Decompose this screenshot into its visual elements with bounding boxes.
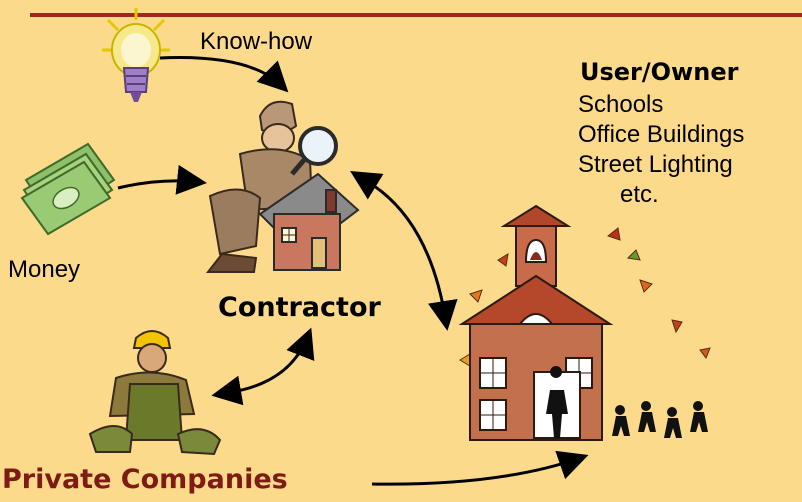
money-stack-icon <box>20 142 116 236</box>
lightbulb-icon <box>102 8 170 102</box>
know-how-label: Know-how <box>200 28 313 55</box>
top-rule <box>30 13 802 17</box>
contractor-label: Contractor <box>218 292 381 323</box>
schoolhouse-icon <box>458 204 711 441</box>
arrow-money-to-contractor <box>117 164 207 195</box>
user-owner-block: User/Owner Schools Office Buildings Stre… <box>578 58 800 210</box>
list-item: etc. <box>620 181 659 208</box>
money-label: Money <box>8 256 81 283</box>
private-companies-label: Private Companies <box>2 464 288 495</box>
list-item: Schools <box>578 91 664 118</box>
list-item: Office Buildings <box>578 121 745 148</box>
user-owner-heading: User/Owner <box>580 58 739 86</box>
list-item: Street Lighting <box>578 151 733 178</box>
detective-with-house-icon <box>205 100 360 273</box>
arrow-worker-to-contractor <box>211 327 315 406</box>
worker-icon <box>88 330 222 456</box>
arrow-knowhow-to-contractor <box>159 56 289 93</box>
